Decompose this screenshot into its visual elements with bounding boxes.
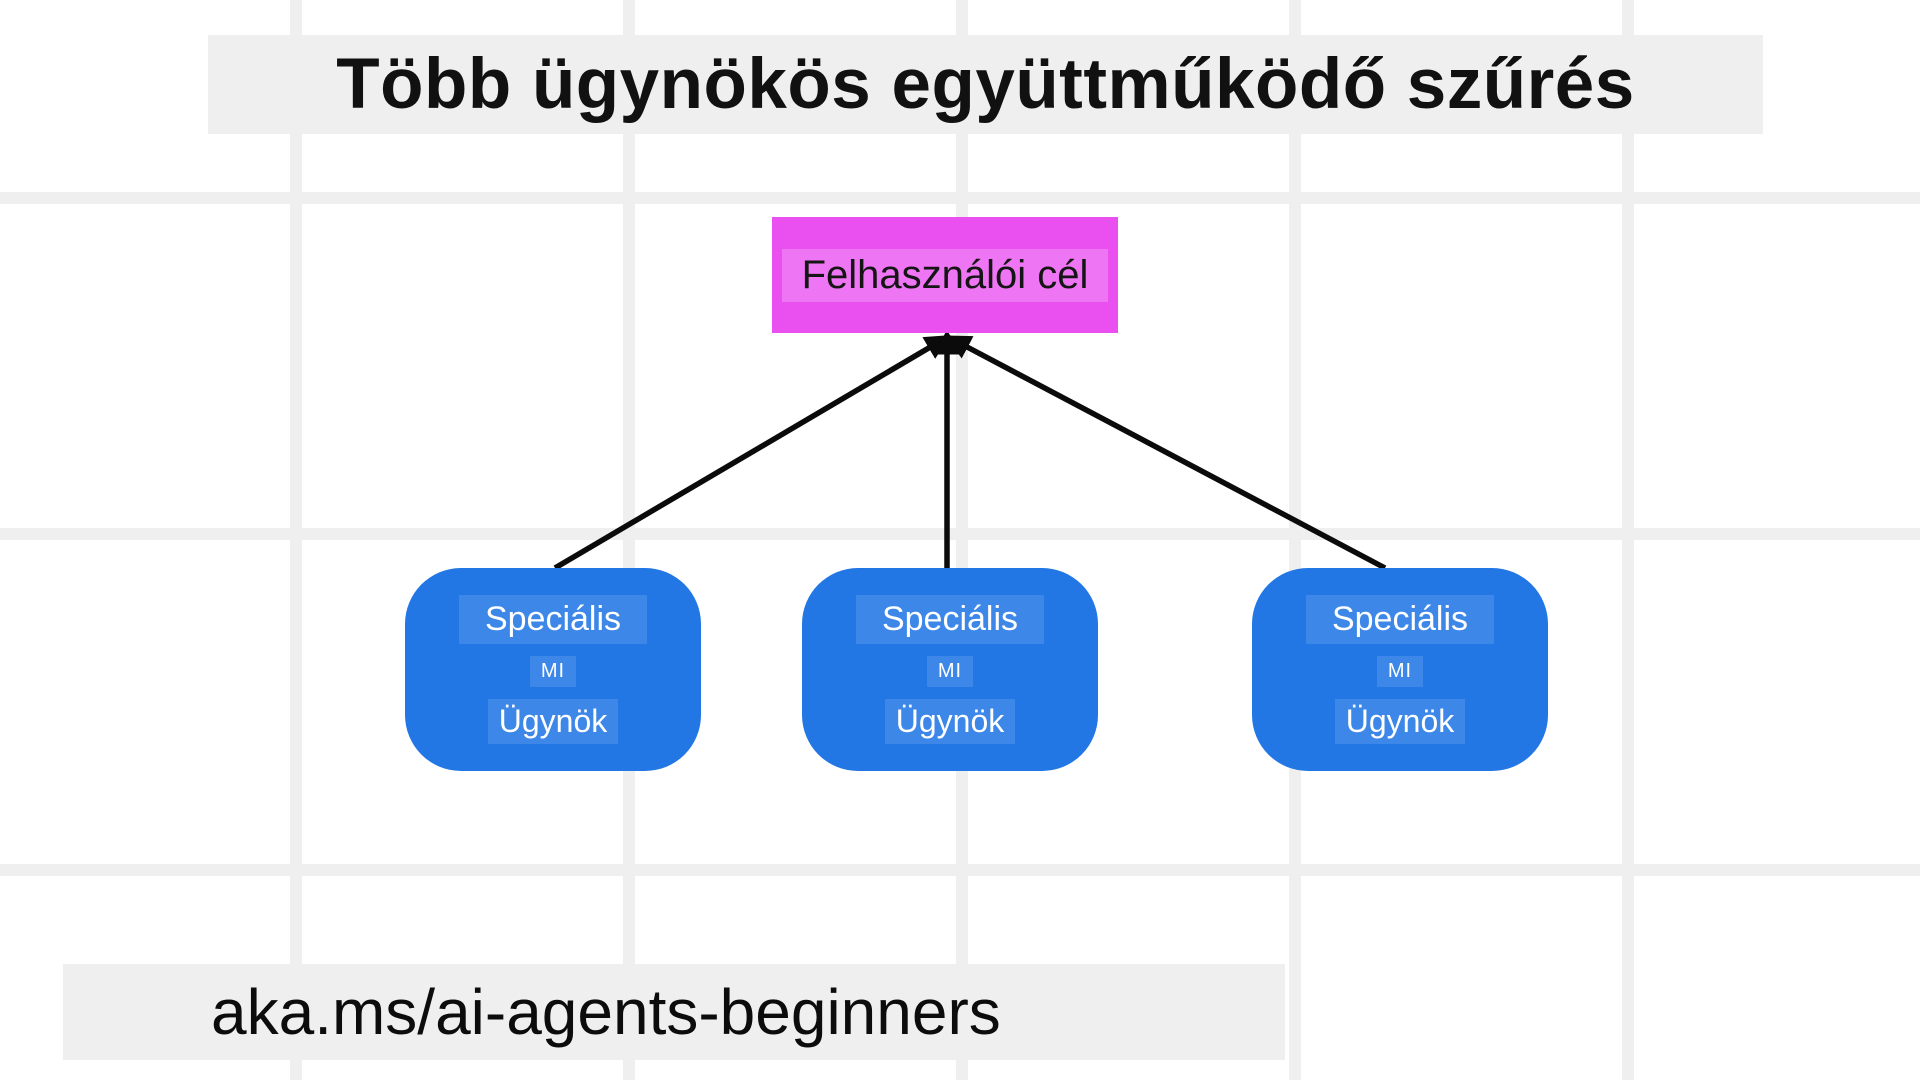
agent-node-3: Speciális MI Ügynök: [1252, 568, 1548, 771]
agent-node-1: Speciális MI Ügynök: [405, 568, 701, 771]
agent3-label-line3: Ügynök: [1334, 699, 1466, 744]
agent2-label-line2: MI: [926, 656, 974, 687]
footer-link-text: aka.ms/ai-agents-beginners: [211, 976, 1001, 1048]
arrow-agent3-to-goal: [945, 335, 1387, 571]
agent-node-2: Speciális MI Ügynök: [802, 568, 1098, 771]
footer-link-banner: aka.ms/ai-agents-beginners: [63, 964, 1285, 1060]
agent3-label-line1: Speciális: [1305, 595, 1495, 644]
agent2-label-line1: Speciális: [855, 595, 1045, 644]
page-title: Több ügynökös együttműködő szűrés: [336, 45, 1635, 124]
arrow-agent1-to-goal: [553, 335, 951, 571]
agent1-label-line2: MI: [529, 656, 577, 687]
user-goal-label: Felhasználói cél: [781, 248, 1109, 302]
agent2-label-line3: Ügynök: [884, 699, 1016, 744]
user-goal-node: Felhasználói cél: [772, 217, 1118, 333]
agent3-label-line2: MI: [1376, 656, 1424, 687]
title-banner: Több ügynökös együttműködő szűrés: [208, 35, 1763, 134]
agent1-label-line1: Speciális: [458, 595, 648, 644]
agent1-label-line3: Ügynök: [487, 699, 619, 744]
